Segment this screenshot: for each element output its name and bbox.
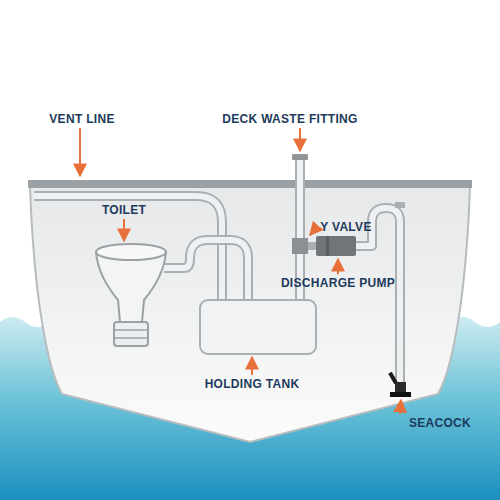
leader-arrow (251, 357, 253, 375)
part-label: DECK WASTE FITTING (222, 112, 357, 126)
vented-loop-cap (395, 202, 405, 208)
label-anchor: DISCHARGE PUMP (281, 276, 395, 290)
toilet-base-band (114, 337, 148, 339)
toilet-outlet-pipe-core (164, 240, 248, 302)
y-valve (292, 238, 308, 254)
leader-arrow (299, 128, 301, 151)
part-label: SEACOCK (409, 416, 471, 430)
through-hull (390, 392, 411, 397)
seacock-body (395, 382, 406, 392)
discharge-pump (316, 236, 356, 256)
leader-arrow (123, 219, 125, 241)
label-anchor: SEACOCK (409, 416, 471, 430)
toilet-bowl (96, 252, 166, 322)
discharge-pipe-core (356, 208, 400, 384)
deck (28, 180, 472, 188)
toilet-outlet-pipe (164, 240, 248, 302)
toilet-base (114, 322, 148, 346)
leader-arrow (79, 128, 81, 176)
leader-arrow (310, 228, 316, 235)
leader-arrow (400, 400, 401, 414)
hull (30, 186, 470, 442)
label-anchor: DECK WASTE FITTING (222, 112, 357, 126)
discharge-pipe (356, 208, 400, 384)
label-anchor: VENT LINE (49, 112, 114, 126)
deck-waste-fitting (292, 154, 308, 160)
part-label: TOILET (102, 203, 146, 217)
toilet-seat (96, 244, 166, 260)
part-label: DISCHARGE PUMP (281, 276, 395, 290)
toilet-base-band (114, 329, 148, 331)
part-label: Y VALVE (320, 220, 371, 234)
part-label: HOLDING TANK (205, 377, 300, 391)
leader-arrow (337, 259, 339, 274)
label-anchor: Y VALVE (320, 220, 371, 234)
pump-motor-band (326, 236, 329, 256)
holding-tank (200, 300, 316, 354)
part-label: VENT LINE (49, 112, 114, 126)
label-anchor: HOLDING TANK (205, 377, 300, 391)
pump-connector (308, 242, 316, 250)
label-anchor: TOILET (102, 203, 146, 217)
